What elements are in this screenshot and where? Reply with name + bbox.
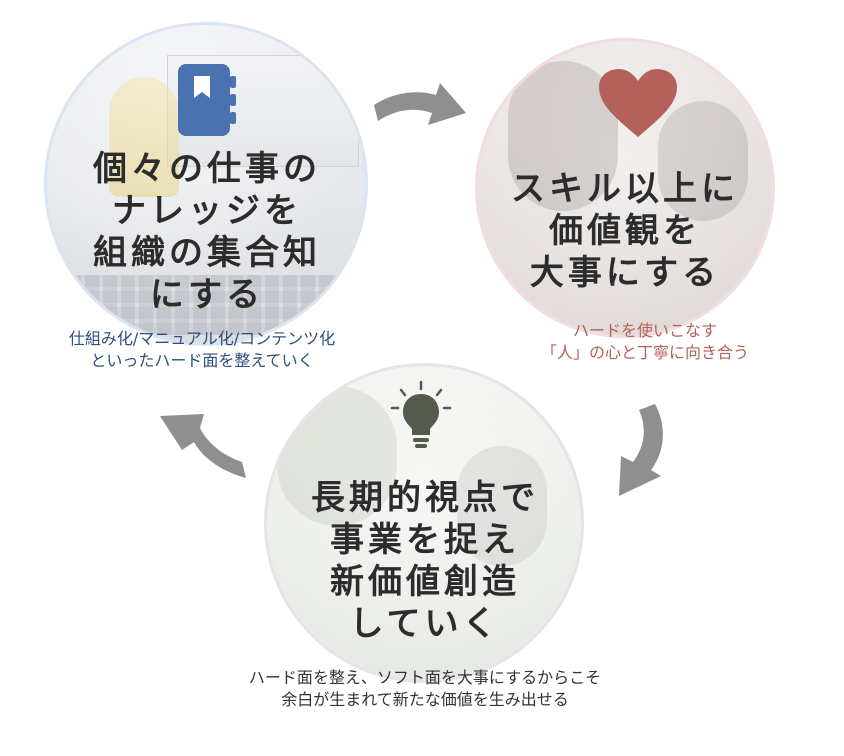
heading-line: 価値観を: [549, 211, 701, 251]
caption-line: 仕組み化/マニュアル化/コンテンツ化: [68, 329, 336, 348]
heading-line: 新価値創造: [330, 562, 520, 602]
photo-person: [658, 101, 748, 221]
caption-line: ハード面を整え、ソフト面を大事にするからこそ: [248, 668, 602, 687]
cycle-arrow-right: [619, 404, 663, 496]
lightbulb-icon: [390, 380, 452, 448]
cycle-arrow-top: [374, 83, 466, 125]
heading-values: スキル以上に 価値観を 大事にする: [500, 168, 750, 294]
photo-keyboard: [67, 275, 357, 335]
circle-values: [475, 38, 775, 338]
heading-line: 大事にする: [529, 253, 721, 293]
heading-line: にする: [149, 275, 265, 315]
heading-line: 個々の仕事の: [93, 149, 321, 189]
heading-line: 事業を捉え: [330, 520, 520, 560]
caption-long-term: ハード面を整え、ソフト面を大事にするからこそ 余白が生まれて新たな価値を生み出せ…: [200, 667, 650, 711]
heading-line: していく: [349, 604, 501, 644]
heading-line: 長期的視点で: [311, 478, 539, 518]
photo-foliage: [277, 386, 397, 526]
caption-values: ハードを使いこなす 「人」の心と丁寧に向き合う: [500, 320, 790, 364]
caption-line: といったハード面を整えていく: [90, 351, 314, 370]
cycle-arrow-left: [160, 414, 246, 478]
caption-line: 「人」の心と丁寧に向き合う: [540, 343, 749, 362]
photo-person: [457, 446, 547, 566]
heading-long-term: 長期的視点で 事業を捉え 新価値創造 していく: [290, 477, 560, 645]
caption-line: 余白が生まれて新たな価値を生み出せる: [281, 690, 569, 709]
book-icon: [178, 64, 236, 136]
photo-person: [109, 77, 179, 197]
heart-icon: [599, 69, 677, 137]
heading-knowledge: 個々の仕事の ナレッジを 組織の集合知 にする: [72, 148, 342, 316]
caption-line: ハードを使いこなす: [572, 321, 717, 340]
heading-line: 組織の集合知: [93, 233, 321, 273]
heading-line: スキル以上に: [511, 169, 739, 209]
caption-knowledge: 仕組み化/マニュアル化/コンテンツ化 といったハード面を整えていく: [22, 328, 382, 372]
heading-line: ナレッジを: [112, 191, 302, 231]
